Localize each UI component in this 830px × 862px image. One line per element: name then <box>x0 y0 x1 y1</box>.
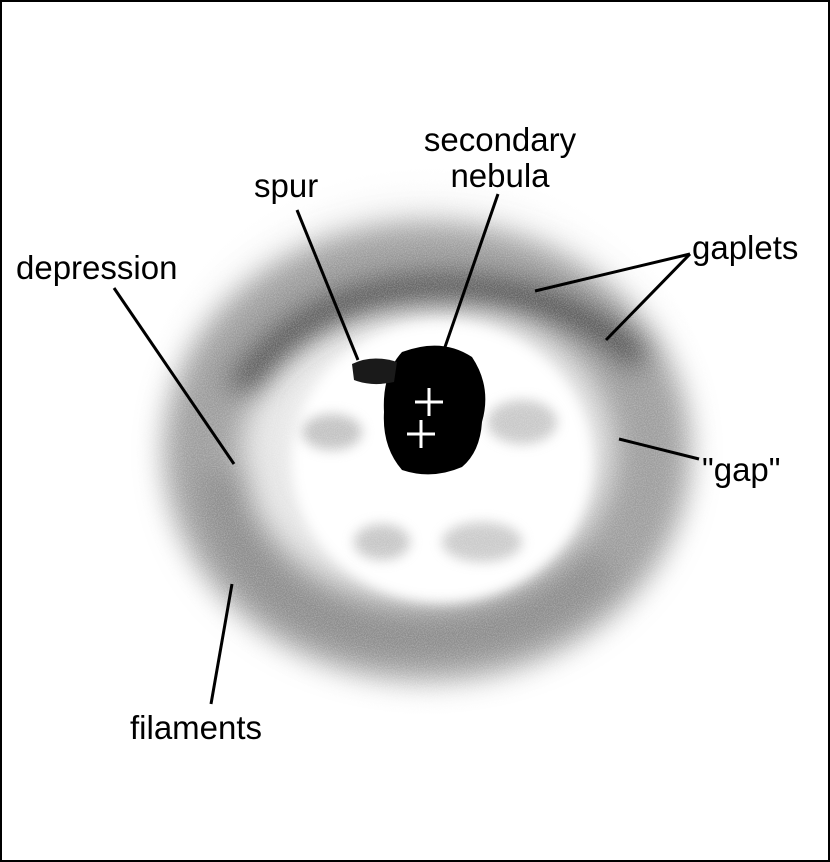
leader-depression <box>112 287 236 465</box>
leader-secondary <box>443 193 500 348</box>
leader-filaments <box>209 583 234 705</box>
central-core <box>383 345 486 475</box>
label-secondary-line1: secondary <box>423 121 577 158</box>
leader-gaplets-a <box>534 252 691 293</box>
label-gap: "gap" <box>702 451 781 488</box>
star-markers <box>407 388 443 448</box>
label-depression: depression <box>16 249 178 286</box>
label-secondary-nebula: secondary nebula <box>400 122 600 194</box>
spur-patch <box>352 358 397 385</box>
label-secondary-line2: nebula <box>450 157 550 194</box>
leader-spur <box>295 209 360 361</box>
label-spur: spur <box>254 167 319 204</box>
leader-gap <box>618 437 700 461</box>
leader-gaplets-b <box>604 252 692 342</box>
label-gaplets: gaplets <box>692 229 799 266</box>
label-filaments: filaments <box>130 709 263 746</box>
